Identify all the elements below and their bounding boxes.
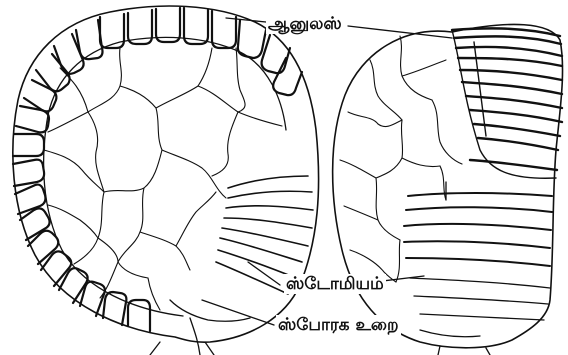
left-annulus-inner-wall [44, 37, 286, 316]
right-sporangium-outline [333, 24, 563, 347]
right-stomium-lines [410, 182, 550, 320]
right-sporangium [333, 24, 563, 355]
left-annulus-cells [13, 8, 302, 331]
right-stomium-bands [404, 193, 552, 266]
right-stalk [420, 330, 490, 355]
annulus-label: ஆனுலஸ் [266, 14, 344, 34]
left-sporangium [13, 6, 319, 355]
sporangium-wall-label: ஸ்போரக உறை [276, 315, 401, 335]
stomium-label: ஸ்டோமியம் [284, 274, 386, 294]
left-stalk [150, 300, 250, 355]
right-sporangium-cells [340, 36, 462, 282]
right-annulus-bands [452, 28, 562, 170]
